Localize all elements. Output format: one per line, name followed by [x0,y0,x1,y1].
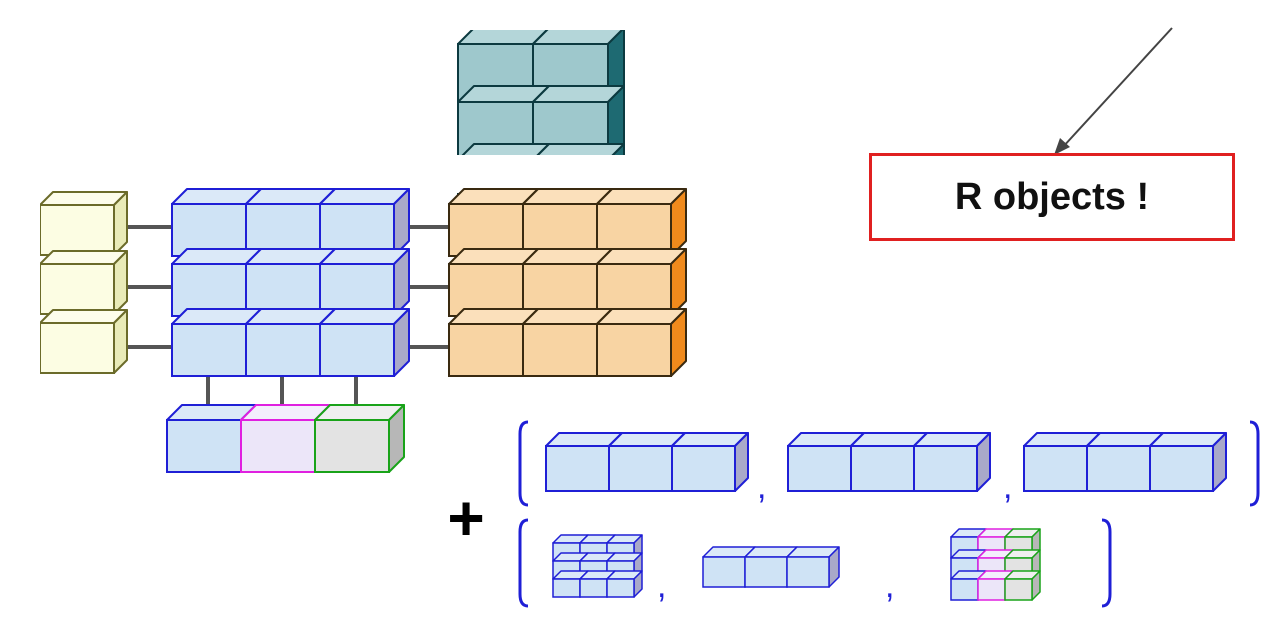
list-separator: , [657,567,666,605]
cube-front [39,322,115,374]
list2-open-bracket [518,518,529,608]
cube-front [786,556,830,588]
list2-row-cube [744,546,798,588]
cube-front [314,419,390,473]
list1-open-bracket [518,420,529,507]
callout-arrow-line [1061,27,1173,149]
cubes [0,0,1227,601]
cube-front [950,578,979,601]
cube-front [240,419,316,473]
cube-front [579,578,608,598]
cube-front [522,263,598,317]
cube-front [171,263,247,317]
cube-front [606,578,635,598]
r-objects-callout: R objects ! [869,153,1235,241]
callout-arrow-head [1054,138,1070,155]
cube-front [522,323,598,377]
cube-front [977,578,1006,601]
yellow-clip-left [0,180,40,380]
cube-front [1149,445,1214,492]
cube-front [319,203,395,257]
cube-front [1004,578,1033,601]
list2-grid-cube [606,570,643,598]
orange-matrix-cube [596,308,687,377]
yellow-cube [39,309,128,374]
cube-front [608,445,673,492]
blue-matrix-cube [319,188,410,257]
cube-front [671,445,736,492]
cube-front [850,445,915,492]
list1-close-bracket [1249,420,1260,507]
cube-front [702,556,746,588]
list-separator: , [1003,468,1012,506]
cube-front [596,203,672,257]
teal-clip-left [440,20,454,160]
list-separators: ,,,, [657,468,1012,605]
cube-front [596,263,672,317]
orange-matrix-cube [596,188,687,257]
list1-item1-cube [671,432,749,492]
cube-front [913,445,978,492]
cube-front [319,323,395,377]
list2-mixed-cube [1004,570,1041,601]
cube-front [545,445,610,492]
cube-front [245,323,321,377]
cube-front [39,204,115,256]
cube-front [596,323,672,377]
plus-operator: + [447,482,485,554]
blue-matrix-cube [319,248,410,317]
cube-top [39,250,128,265]
callout-label: R objects ! [954,175,1150,218]
list-separator: , [757,468,766,506]
list1-item3-cube [1149,432,1227,492]
cube-top [39,309,128,324]
cube-front [245,263,321,317]
cube-front [522,203,598,257]
blue-matrix-cube [171,188,262,257]
bottom-green-cube [314,404,405,473]
orange-matrix-cube [596,248,687,317]
yellow-cube [39,250,128,315]
list-brackets [518,420,1260,608]
list2-close-bracket [1101,518,1112,608]
blue-matrix-cube [319,308,410,377]
cube-front [1023,445,1088,492]
cube-front [744,556,788,588]
cube-top [39,191,128,206]
cube-front [552,578,581,598]
yellow-cube [39,191,128,256]
cube-front [39,263,115,315]
cube-front [171,323,247,377]
cube-front [1086,445,1151,492]
list1-item2-cube [913,432,991,492]
cube-front [448,323,524,377]
cube-front [787,445,852,492]
teal-clip-bottom [440,155,640,193]
cube-front [166,419,242,473]
teal-clip-top [440,0,640,30]
list2-row-cube [786,546,840,588]
cube-front [319,263,395,317]
list-separator: , [885,567,894,605]
cube-front [171,203,247,257]
